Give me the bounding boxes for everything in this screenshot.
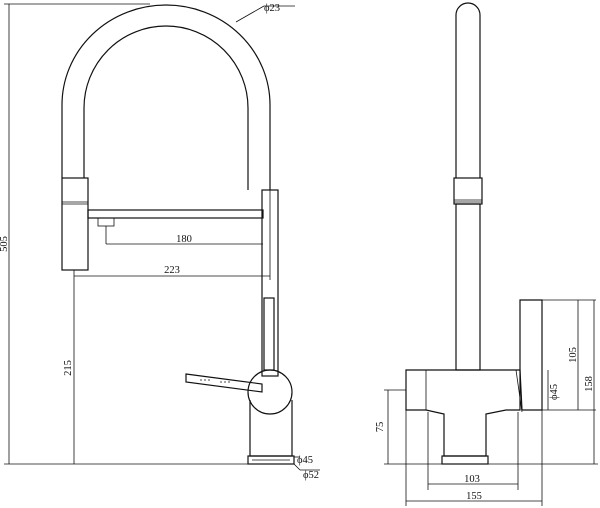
valve-body <box>247 369 293 415</box>
spout-bar <box>87 209 264 244</box>
dimension-spout-reach-outer: 223 <box>73 265 270 464</box>
dimension-overall-width: 155 <box>405 410 543 506</box>
dim-base-width-label: 103 <box>464 474 480 485</box>
dim-base-diameter-outer-label: ϕ52 <box>303 470 319 481</box>
dim-total-height-label: 505 <box>0 236 10 252</box>
dim-bracket-total-height-label: 158 <box>584 376 595 392</box>
dimension-total-height: 505 <box>0 3 248 465</box>
dimension-body-height: 75 <box>375 389 442 465</box>
dim-bracket-diameter-label: ϕ45 <box>549 384 560 400</box>
side-bracket <box>515 299 543 413</box>
dimension-spout-height: 215 <box>63 360 74 376</box>
base-body <box>247 400 295 465</box>
dim-spout-height-label: 215 <box>63 360 74 376</box>
dim-bracket-height-label: 105 <box>568 347 579 363</box>
dim-hose-diameter-label: ϕ23 <box>264 3 280 14</box>
front-view: 505 ϕ23 <box>0 3 320 481</box>
main-column <box>261 189 279 377</box>
side-column <box>453 2 483 371</box>
handle-lever <box>185 373 263 393</box>
dimension-bracket-diameter: ϕ45 <box>547 370 560 410</box>
dimension-bracket-height: 105 158 <box>488 299 598 465</box>
dim-base-diameter-inner-label: ϕ45 <box>297 455 313 466</box>
flexible-hose <box>61 4 271 190</box>
dim-body-height-label: 75 <box>375 422 386 433</box>
dim-spout-reach-outer-label: 223 <box>164 265 180 276</box>
dimension-base-diameter: ϕ45 ϕ52 <box>293 455 320 481</box>
dim-overall-width-label: 155 <box>466 491 482 502</box>
side-view: 105 158 ϕ45 75 103 155 <box>375 2 598 506</box>
dim-spout-reach-inner-label: 180 <box>176 234 192 245</box>
side-body <box>405 369 521 465</box>
dimension-hose-diameter: ϕ23 <box>235 3 295 23</box>
hose-guide <box>263 297 275 371</box>
spray-head <box>61 177 89 271</box>
dimension-spout-reach-inner: 180 <box>106 234 263 245</box>
dimension-base-width: 103 <box>427 412 519 490</box>
